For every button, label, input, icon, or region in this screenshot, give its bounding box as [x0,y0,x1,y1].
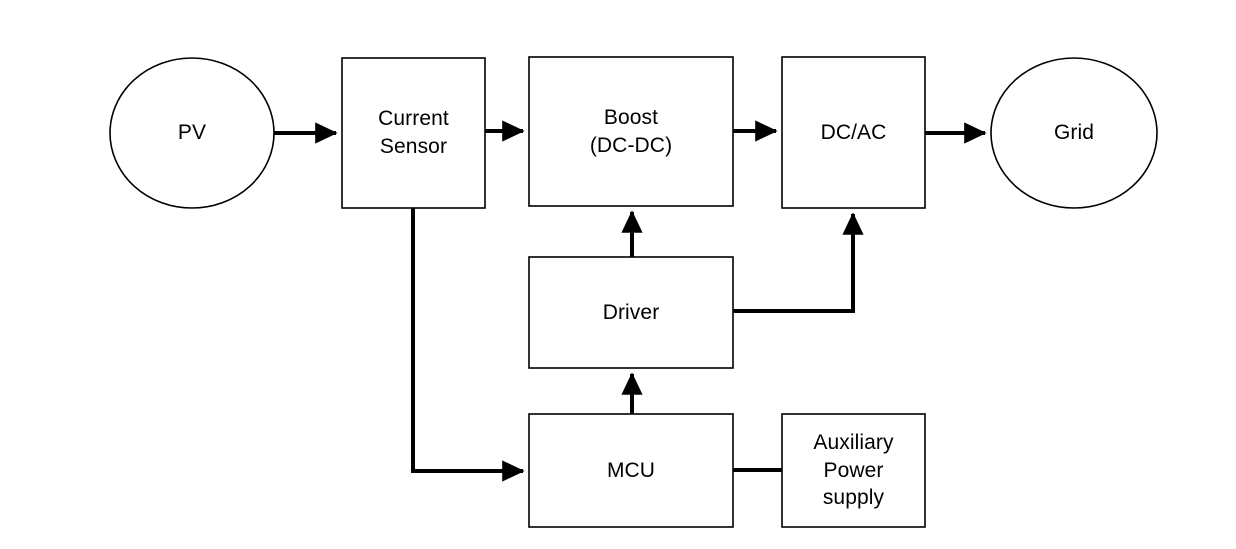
node-mcu[interactable] [528,413,734,528]
edge-driver-to-dc-ac [733,212,864,313]
node-grid[interactable] [990,57,1158,209]
edge-current-sensor-to-mcu [411,208,525,482]
node-dc-ac[interactable] [781,56,926,209]
node-aux-power-supply[interactable] [781,413,926,528]
node-current-sensor[interactable] [341,57,486,209]
node-driver[interactable] [528,256,734,369]
node-boost[interactable] [528,56,734,207]
nodes-layer [109,56,1158,528]
node-pv[interactable] [109,57,275,209]
